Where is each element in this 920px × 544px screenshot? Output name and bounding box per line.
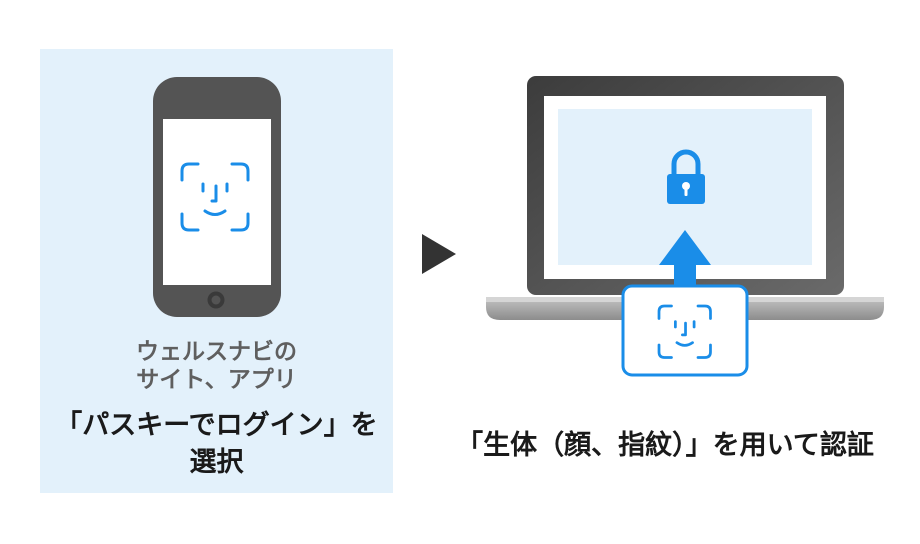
up-arrow-icon bbox=[659, 230, 711, 292]
face-id-icon bbox=[180, 162, 250, 232]
action-label-line1: 「パスキーでログイン」を bbox=[55, 410, 378, 441]
next-step-arrow-icon bbox=[422, 234, 456, 274]
action-label-line2: 選択 bbox=[189, 447, 244, 478]
face-id-icon bbox=[657, 304, 712, 359]
lock-icon bbox=[667, 149, 705, 204]
authenticate-caption: 「生体（顔、指紋）」を用いて認証 bbox=[456, 430, 874, 461]
site-label-line2: サイト、アプリ bbox=[136, 367, 297, 393]
site-label-line1: ウェルスナビの bbox=[136, 339, 297, 365]
